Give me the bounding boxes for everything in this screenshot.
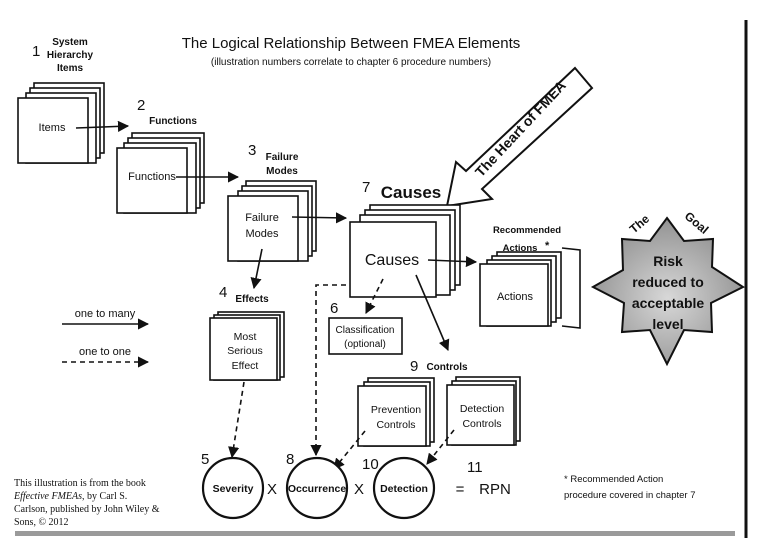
legend-one-to-one: one to one <box>79 346 131 358</box>
label-controls: 9 Controls <box>410 358 468 375</box>
severity-num: 5 <box>201 451 209 468</box>
svg-text:This illustration is from the: This illustration is from the book <box>14 478 146 489</box>
svg-text:Sons, © 2012: Sons, © 2012 <box>14 517 69 528</box>
svg-text:9: 9 <box>410 358 418 375</box>
svg-text:2: 2 <box>137 97 145 114</box>
label-recommended-actions: Recommended Actions * <box>493 225 561 254</box>
svg-text:Items: Items <box>57 63 84 74</box>
items-box: Items <box>17 82 105 164</box>
svg-text:Effects: Effects <box>235 294 269 305</box>
rpn-label: RPN <box>479 481 511 498</box>
actions-bracket <box>561 247 581 329</box>
svg-text:reduced to: reduced to <box>632 274 704 290</box>
svg-text:Causes: Causes <box>365 252 419 269</box>
equals-sign: = <box>456 481 465 498</box>
svg-text:Functions: Functions <box>149 116 197 127</box>
detection-circle <box>372 456 436 520</box>
legend-one-to-many: one to many <box>75 308 136 320</box>
times-sign-1: X <box>267 481 277 498</box>
svg-text:Serious: Serious <box>227 345 263 357</box>
svg-text:* Recommended Action: * Recommended Action <box>564 474 663 485</box>
severity-circle <box>201 456 265 520</box>
svg-text:Modes: Modes <box>266 166 298 177</box>
svg-text:Controls: Controls <box>426 362 468 373</box>
occurrence-label: Occurrence <box>288 483 347 495</box>
effect-box: Most Serious Effect <box>209 311 285 381</box>
svg-text:1: 1 <box>32 43 40 60</box>
svg-text:Controls: Controls <box>376 419 415 431</box>
svg-text:Risk: Risk <box>653 253 683 269</box>
svg-text:Failure: Failure <box>245 212 279 224</box>
source-note: This illustration is from the book Effec… <box>13 478 160 528</box>
svg-text:Most: Most <box>234 331 257 343</box>
bottom-shade <box>15 531 735 536</box>
svg-text:6: 6 <box>330 300 338 317</box>
heart-of-fmea-arrow: The Heart of FMEA <box>445 66 594 208</box>
goal-star: The Goal Risk reduced to acceptable leve… <box>590 209 746 367</box>
failure-modes-box: Failure Modes <box>227 180 317 262</box>
classification-box: Classification (optional) <box>328 317 403 355</box>
svg-text:7: 7 <box>362 179 370 196</box>
label-causes: 7 Causes <box>362 179 441 202</box>
prevention-controls-box: Prevention Controls <box>357 377 435 447</box>
occurrence-num: 8 <box>286 451 294 468</box>
svg-text:Classification: Classification <box>336 325 395 336</box>
svg-text:acceptable: acceptable <box>632 295 705 311</box>
svg-text:Goal: Goal <box>682 209 711 237</box>
causes-box: Causes <box>349 204 461 298</box>
label-system-hierarchy: 1 System Hierarchy Items <box>32 37 94 74</box>
svg-text:Effect: Effect <box>232 360 259 372</box>
svg-text:The: The <box>627 212 653 237</box>
svg-text:4: 4 <box>219 284 227 301</box>
svg-text:(optional): (optional) <box>344 339 386 350</box>
svg-text:Hierarchy: Hierarchy <box>47 50 94 61</box>
svg-text:3: 3 <box>248 142 256 159</box>
svg-text:Effective FMEAs, by Carl S.: Effective FMEAs, by Carl S. <box>13 491 127 502</box>
svg-text:The Heart of FMEA: The Heart of FMEA <box>472 77 569 180</box>
footnote: * Recommended Action procedure covered i… <box>564 474 696 501</box>
svg-text:Carlson, published by John Wil: Carlson, published by John Wiley & <box>14 504 160 515</box>
solid-arrows <box>75 120 478 352</box>
occurrence-circle <box>285 456 349 520</box>
label-effects: 4 Effects <box>219 284 269 305</box>
diagram-title: The Logical Relationship Between FMEA El… <box>182 35 521 52</box>
diagram-subtitle: (illustration numbers correlate to chapt… <box>211 57 491 68</box>
times-sign-2: X <box>354 481 364 498</box>
svg-text:Controls: Controls <box>462 418 501 430</box>
svg-text:Items: Items <box>39 122 66 134</box>
detection-num: 10 <box>362 456 379 473</box>
svg-text:level: level <box>652 316 683 332</box>
svg-text:Actions: Actions <box>497 291 534 303</box>
label-failure-modes: 3 Failure Modes <box>248 142 299 177</box>
svg-text:Functions: Functions <box>128 171 176 183</box>
rpn-formula: 5 Severity X 8 Occurrence X 10 Detection… <box>201 451 511 520</box>
svg-text:Detection: Detection <box>460 403 505 415</box>
svg-text:*: * <box>545 240 550 252</box>
severity-label: Severity <box>213 483 254 495</box>
svg-text:Recommended: Recommended <box>493 225 561 236</box>
label-classification: 6 <box>330 300 338 317</box>
actions-box: Actions <box>479 251 562 327</box>
dashed-arrows <box>228 278 455 470</box>
label-functions: 2 Functions <box>137 97 197 127</box>
svg-text:Actions: Actions <box>503 243 538 254</box>
legend: one to many one to one <box>62 308 150 368</box>
svg-text:Failure: Failure <box>266 152 299 163</box>
svg-text:Causes: Causes <box>381 183 441 202</box>
detection-controls-box: Detection Controls <box>446 376 521 446</box>
svg-text:System: System <box>52 37 88 48</box>
svg-text:procedure covered in chapter 7: procedure covered in chapter 7 <box>564 490 696 501</box>
svg-text:Modes: Modes <box>245 228 279 240</box>
detection-label: Detection <box>380 483 428 495</box>
rpn-num: 11 <box>467 459 483 476</box>
svg-text:Prevention: Prevention <box>371 404 421 416</box>
functions-box: Functions <box>116 132 205 214</box>
